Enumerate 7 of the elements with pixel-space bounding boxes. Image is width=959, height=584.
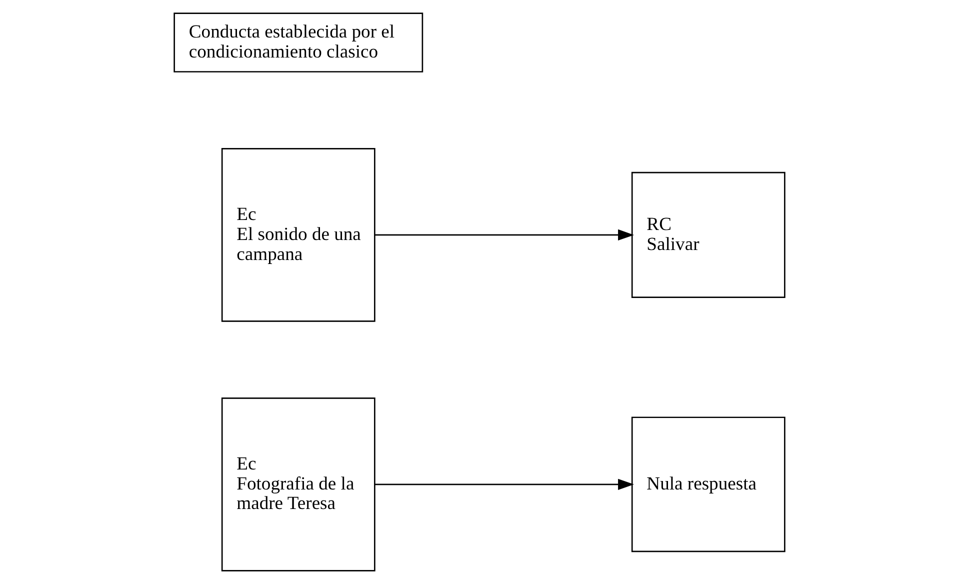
node-box: Nula respuesta	[631, 416, 786, 552]
arrow	[374, 229, 634, 241]
node-box: Conducta establecida por el condicionamiento clasico	[174, 12, 424, 72]
arrow	[374, 478, 634, 490]
node-box: Ec Fotografia de la madre Teresa	[221, 398, 376, 572]
node-box: RC Salivar	[631, 172, 786, 298]
node-box: Ec El sonido de una campana	[221, 148, 376, 322]
